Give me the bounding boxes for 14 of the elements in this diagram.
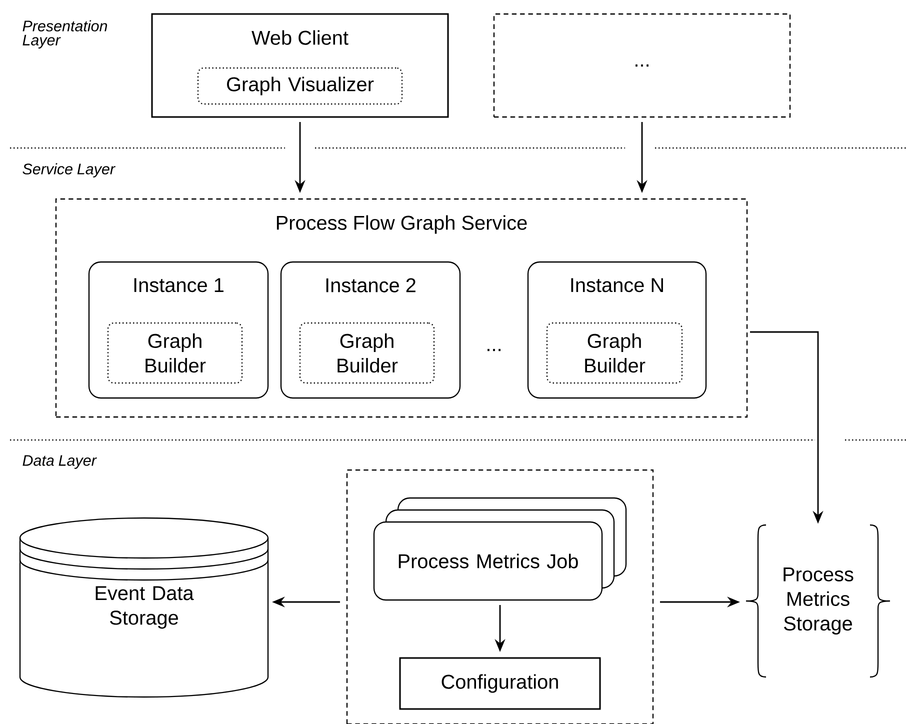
storage-braces: Process Metrics Storage <box>745 524 891 678</box>
layer-label: Presentation Layer <box>22 20 108 48</box>
ellipsis: ... <box>488 348 500 352</box>
module-box: Graph Builder <box>299 322 435 384</box>
module-box: Graph Builder <box>546 322 683 384</box>
database-cylinder: Event Data Storage <box>19 517 269 698</box>
job-stack: Process Metrics Job <box>373 497 627 601</box>
layer-label: Data Layer <box>22 455 97 469</box>
module-box: Graph Builder <box>107 322 243 384</box>
layer-label: Service Layer <box>22 163 116 178</box>
module-box: Graph Visualizer <box>197 67 403 105</box>
placeholder-box: ... <box>493 13 791 118</box>
config-box: Configuration <box>399 657 601 710</box>
job-container <box>346 469 654 724</box>
